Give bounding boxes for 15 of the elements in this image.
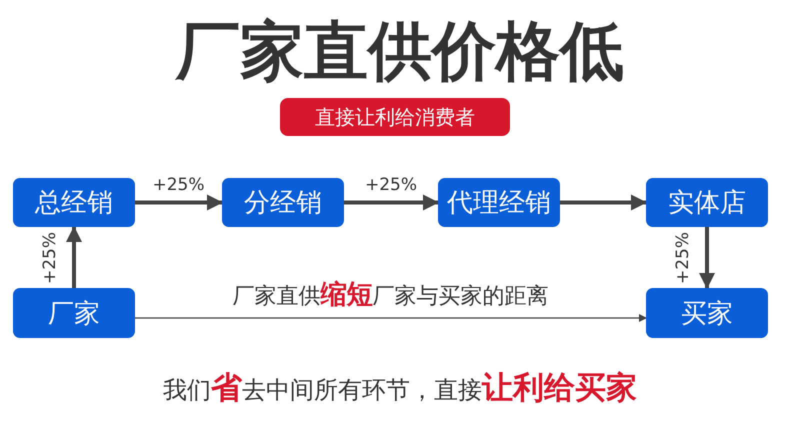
process-box: 代理经销 (438, 178, 560, 227)
arrow (66, 226, 82, 288)
arrow (699, 227, 715, 289)
arrow (344, 194, 439, 210)
arrow (560, 194, 647, 210)
arrow (135, 314, 647, 322)
process-box: 厂家 (13, 288, 135, 338)
banner-label: 直接让利给消费者 (280, 98, 510, 136)
process-box: 分经销 (222, 178, 344, 227)
process-box: 总经销 (13, 178, 135, 227)
title-text: 厂家直供价格低 (174, 14, 625, 91)
slogan-text: 我们省去中间所有环节，直接让利给买家 (162, 369, 638, 408)
arrow (135, 194, 223, 210)
process-box: 买家 (646, 288, 768, 338)
process-box: 实体店 (646, 178, 768, 227)
